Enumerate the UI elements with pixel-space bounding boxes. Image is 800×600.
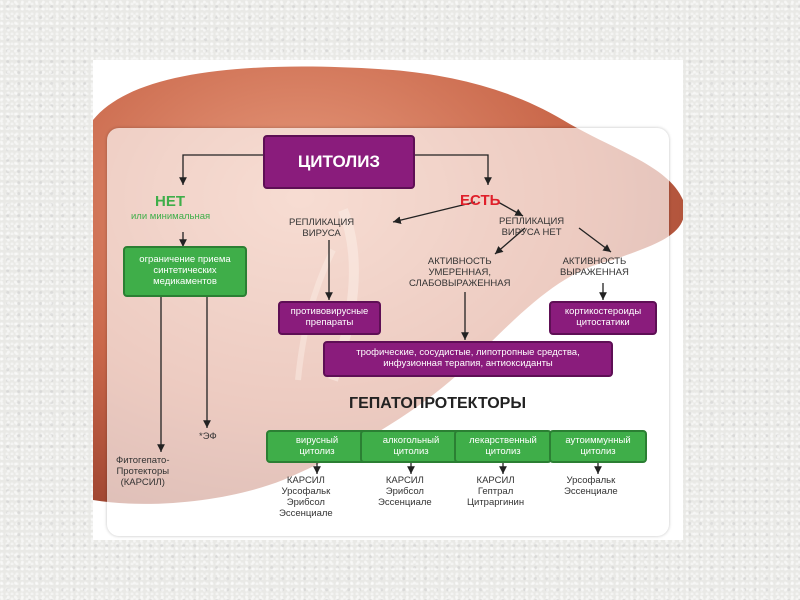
phytohepatoprotectors-text: Фитогепато- Протекторы (КАРСИЛ) <box>116 455 170 488</box>
no-title: НЕТ <box>155 193 185 210</box>
type-autoimmune-box: аутоиммунный цитолиз <box>549 430 647 463</box>
root-cytolysis-box: ЦИТОЛИЗ <box>263 135 415 189</box>
yes-title: ЕСТЬ <box>460 192 501 209</box>
hepatoprotectors-title: ГЕПАТОПРОТЕКТОРЫ <box>349 395 526 412</box>
activity-moderate-label: АКТИВНОСТЬ УМЕРЕННАЯ, СЛАБОВЫРАЖЕННАЯ <box>409 256 511 289</box>
drugs-viral-list: КАРСИЛ Урсофальк Эрибсол Эссенциале <box>279 475 333 519</box>
slide: ЦИТОЛИЗ НЕТ или минимальная ограничение … <box>93 60 683 540</box>
ef-text: *ЭФ <box>199 431 217 442</box>
limit-medications-box: ограничение приема синтетических медикам… <box>123 246 247 297</box>
type-alcoholic-box: алкогольный цитолиз <box>360 430 462 463</box>
activity-high-label: АКТИВНОСТЬ ВЫРАЖЕННАЯ <box>560 256 629 278</box>
type-viral-box: вирусный цитолиз <box>266 430 368 463</box>
corticosteroids-box: кортикостероиды цитостатики <box>549 301 657 335</box>
antiviral-box: противовирусные препараты <box>278 301 381 335</box>
therapy-box: трофические, сосудистые, липотропные сре… <box>323 341 613 377</box>
no-subtitle: или минимальная <box>131 211 211 222</box>
drugs-drug-list: КАРСИЛ Гептрал Цитраргинин <box>467 475 525 508</box>
replication-no-label: РЕПЛИКАЦИЯ ВИРУСА НЕТ <box>499 216 565 238</box>
type-drug-box: лекарственный цитолиз <box>454 430 552 463</box>
drugs-alcoholic-list: КАРСИЛ Эрибсол Эссенциале <box>378 475 432 508</box>
drugs-autoimmune-list: Урсофальк Эссенциале <box>564 475 618 497</box>
replication-yes-label: РЕПЛИКАЦИЯ ВИРУСА <box>289 217 355 239</box>
